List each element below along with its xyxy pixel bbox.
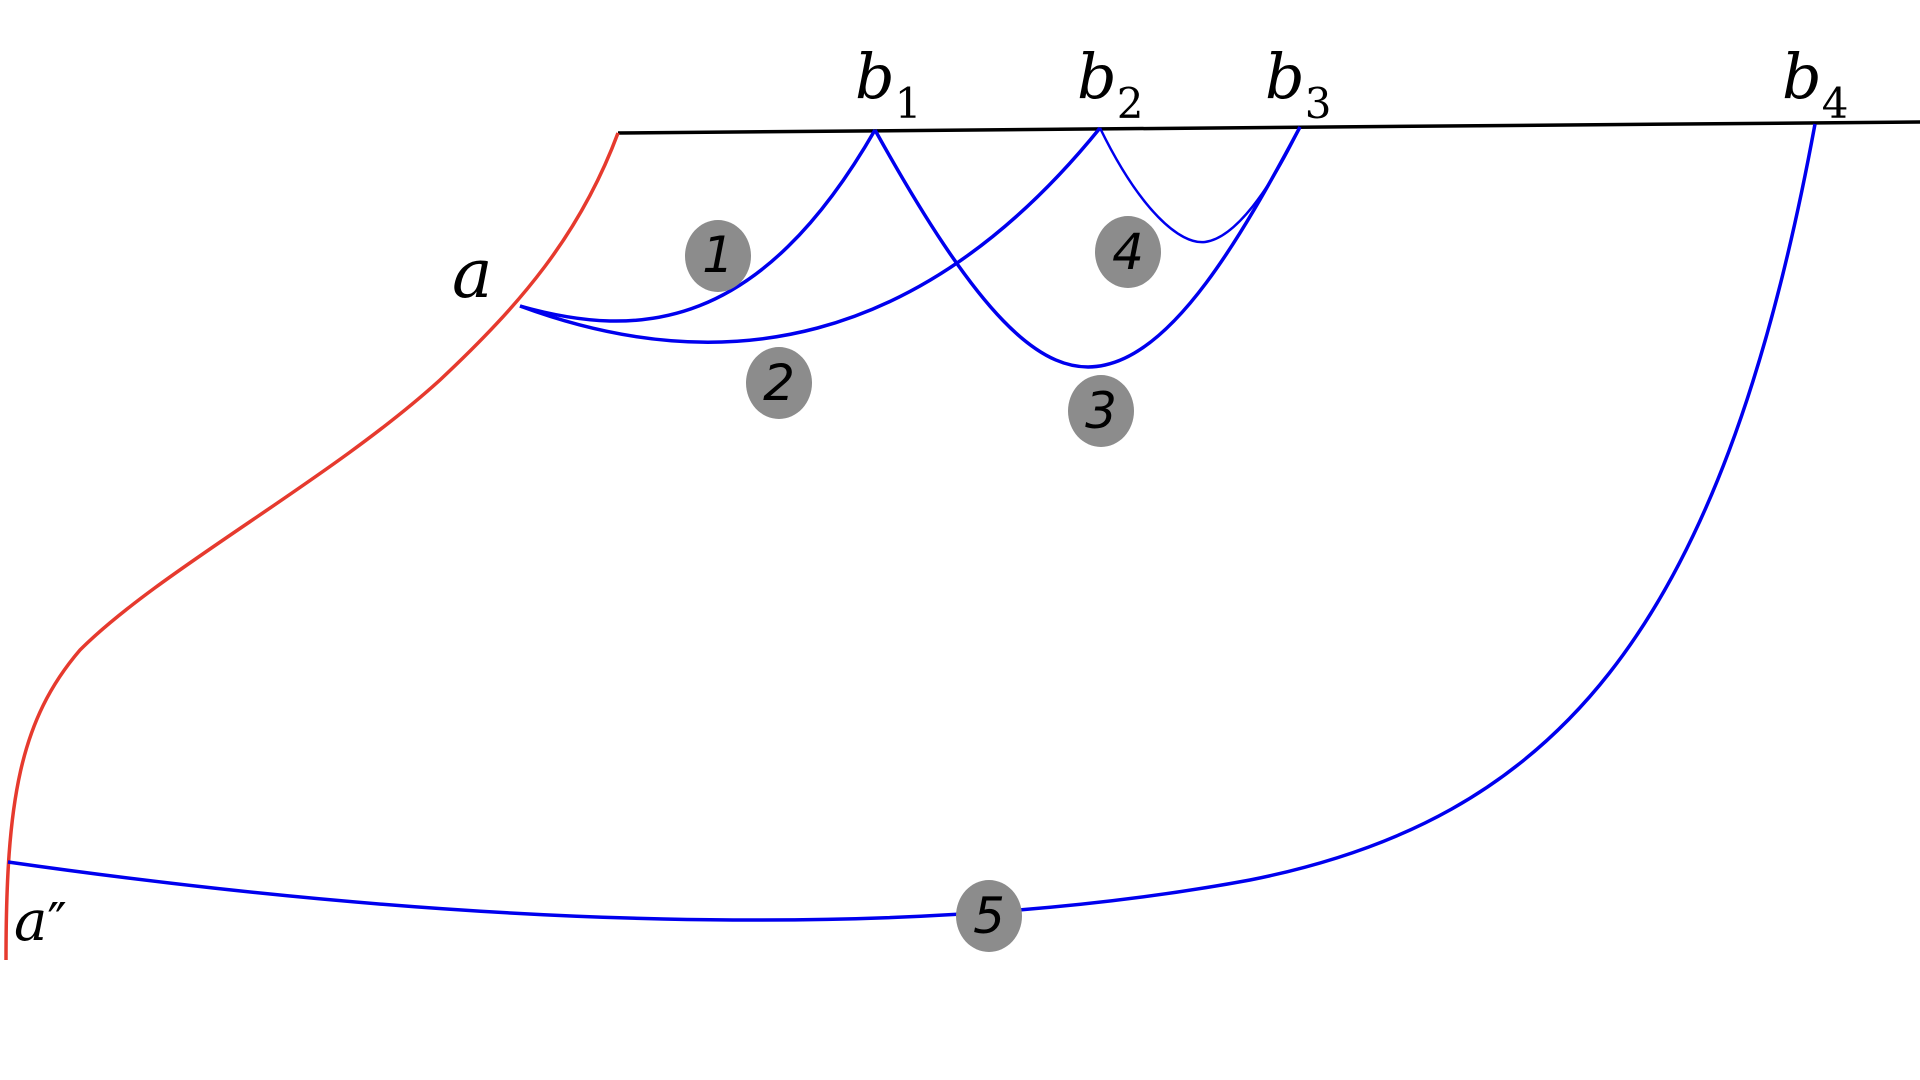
badge-5-text: 5 [973,887,1005,945]
badge-4: 4 [1095,216,1161,288]
badge-3-text: 3 [1085,382,1117,440]
arc-4 [1098,126,1302,244]
arc-3 [873,126,1302,369]
badge-2-text: 2 [763,354,795,412]
red-curve [4,132,620,961]
arc-1 [519,129,877,323]
label-a: a [452,235,493,314]
badge-2: 2 [746,347,812,419]
top-boundary-line [617,120,1920,135]
label-b3: b3 [1265,40,1331,128]
badge-1-text: 1 [702,226,734,284]
label-b2: b2 [1077,40,1143,128]
arc-5 [7,123,1817,922]
label-a-double-prime: a″ [14,889,67,954]
label-b4: b4 [1782,40,1848,128]
badge-4-text: 4 [1112,223,1144,281]
arc-2 [519,126,1102,344]
badge-5: 5 [956,880,1022,952]
badge-3: 3 [1068,375,1134,447]
badge-1: 1 [685,220,751,292]
label-b1: b1 [855,40,921,128]
